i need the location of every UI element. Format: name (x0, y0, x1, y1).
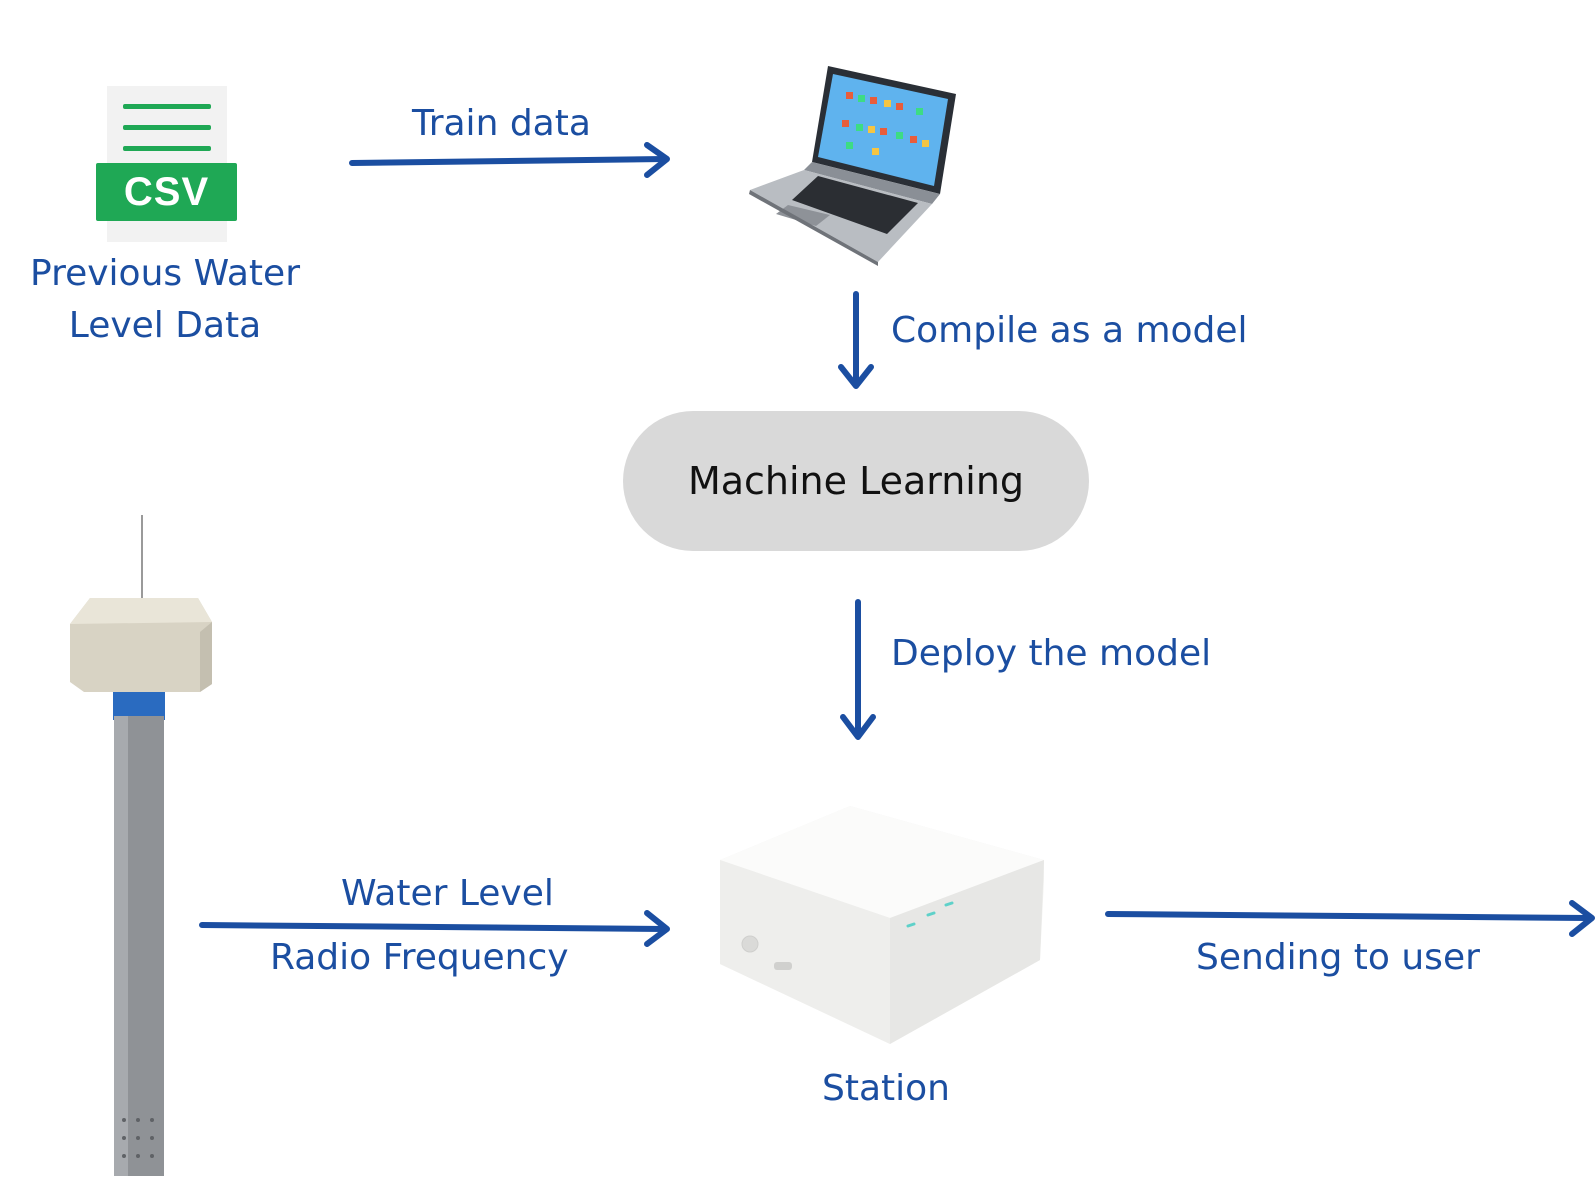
station-label: Station (822, 1068, 950, 1109)
csv-caption: Previous Water Level Data (0, 248, 330, 352)
radio-frequency-label: Radio Frequency (270, 937, 569, 978)
water-level-arrow (199, 910, 670, 947)
laptop-icon (749, 66, 956, 266)
station-router-icon (720, 806, 1044, 1044)
deploy-model-label: Deploy the model (891, 633, 1212, 674)
deploy-arrow (840, 599, 876, 740)
water-level-label: Water Level (341, 873, 554, 914)
csv-file-icon: CSV (96, 86, 237, 242)
water-level-sensor-icon (70, 515, 212, 1176)
train-data-label: Train data (412, 103, 591, 144)
train-arrow (349, 142, 670, 178)
compile-arrow (838, 291, 874, 389)
machine-learning-node: Machine Learning (623, 411, 1089, 551)
compile-model-label: Compile as a model (891, 310, 1248, 351)
send-arrow (1105, 900, 1595, 937)
sending-to-user-label: Sending to user (1196, 937, 1480, 978)
csv-caption-line1: Previous Water (30, 253, 300, 294)
csv-caption-line2: Level Data (68, 305, 262, 346)
csv-badge: CSV (96, 163, 237, 221)
machine-learning-label: Machine Learning (687, 459, 1025, 503)
